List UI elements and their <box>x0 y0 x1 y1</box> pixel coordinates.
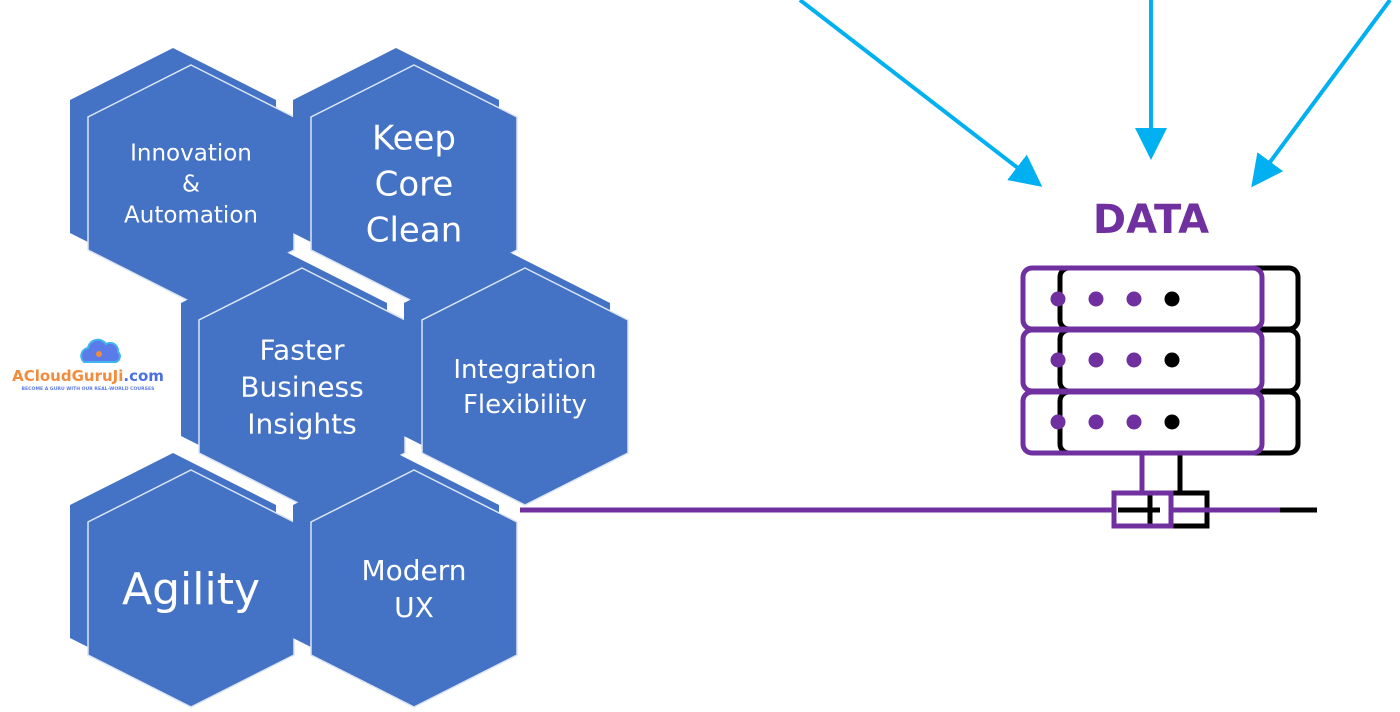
arrow-right <box>1251 0 1392 188</box>
data-label: DATA <box>1093 197 1209 243</box>
hexagon-label: Faster <box>260 333 345 366</box>
arrow-left <box>798 0 1043 187</box>
server-led-dot <box>1126 414 1142 430</box>
svg-text:ACloudGuruJi.com: ACloudGuruJi.com <box>12 367 164 385</box>
hexagon-label: & <box>182 172 200 198</box>
server-led-dot <box>1126 291 1142 307</box>
svg-text:BECOME A GURU WITH OUR REAL-WO: BECOME A GURU WITH OUR REAL-WORLD COURSE… <box>22 386 155 392</box>
hexagon-shape <box>421 267 629 506</box>
cloud-icon <box>80 338 121 363</box>
hexagon-label: Core <box>375 164 454 204</box>
hexagon-label: Flexibility <box>463 390 587 420</box>
server-led-dot <box>1164 414 1180 430</box>
hexagon-label: Business <box>240 370 363 403</box>
hexagon-label: Clean <box>366 210 463 250</box>
hexagon-label: Keep <box>372 118 456 158</box>
hexagon-label: Innovation <box>130 141 252 167</box>
hexagon-label: Integration <box>453 355 596 385</box>
server-led-dot <box>1164 291 1180 307</box>
hexagon-label: Modern <box>361 554 466 587</box>
server-rack-icon <box>520 265 1317 529</box>
hexagon-label: Insights <box>247 407 356 440</box>
hexagon-group: Innovation&AutomationKeepCoreCleanFaster… <box>70 48 629 708</box>
server-led-dot <box>1050 352 1066 368</box>
server-led-dot <box>1126 352 1142 368</box>
server-led-dot <box>1164 352 1180 368</box>
logo: ACloudGuruJi.com BECOME A GURU WITH OUR … <box>12 338 164 392</box>
hexagon-shape <box>310 469 518 708</box>
hexagon-1: Innovation & Automation <box>70 48 295 303</box>
hexagon-label: Agility <box>122 564 260 615</box>
hexagon-label: UX <box>394 591 434 624</box>
server-led-dot <box>1050 414 1066 430</box>
hexagon-5: Agility <box>70 453 295 708</box>
server-led-dot <box>1088 352 1104 368</box>
hexagon-label: Automation <box>124 203 258 229</box>
server-led-dot <box>1088 414 1104 430</box>
server-led-dot <box>1050 291 1066 307</box>
server-led-dot <box>1088 291 1104 307</box>
